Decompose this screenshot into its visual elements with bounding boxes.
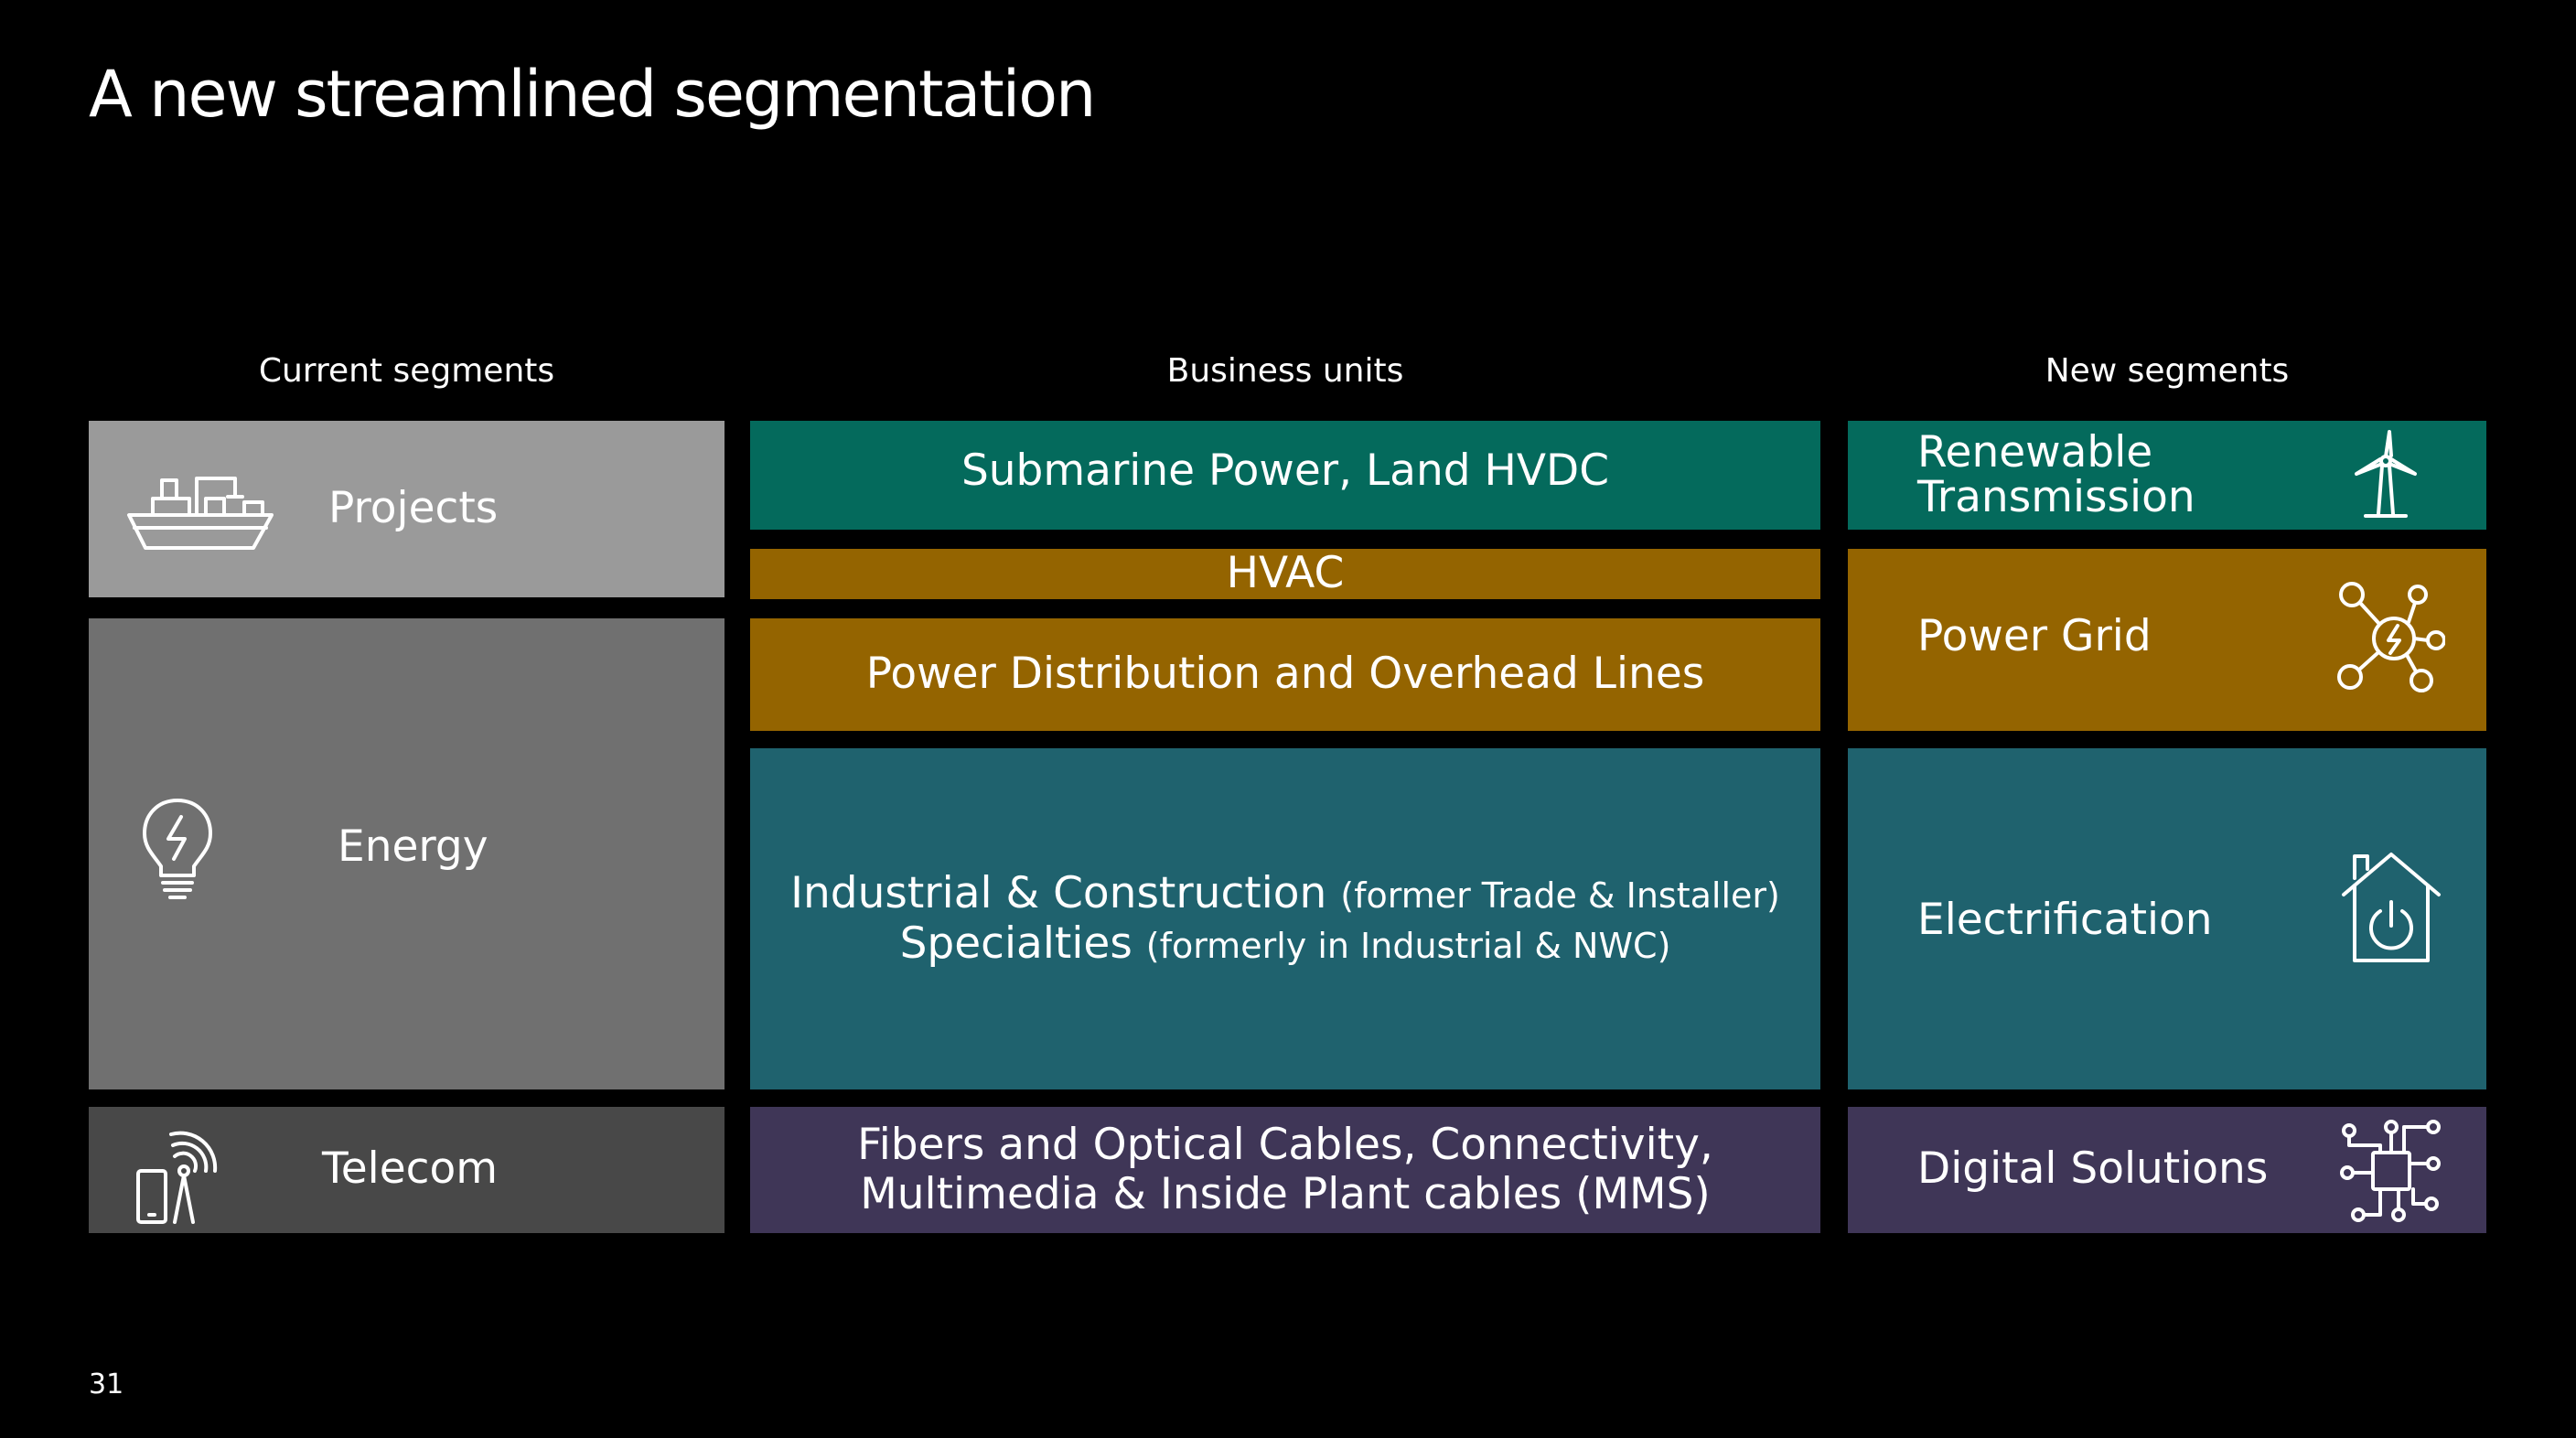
new-segment-electrification: Electrification [1848, 748, 2486, 1089]
segment-label: Energy [338, 821, 488, 872]
new-segment-power-grid: Power Grid [1848, 549, 2486, 731]
business-unit-main: Specialties [899, 918, 1132, 969]
business-unit-industrial-construction: Industrial & Construction (former Trade … [750, 748, 1820, 1089]
business-unit-hvac: HVAC [750, 549, 1820, 599]
business-unit-line1: Industrial & Construction (former Trade … [790, 869, 1780, 918]
column-header-business: Business units [1166, 352, 1404, 390]
grid-network-icon [2337, 580, 2445, 695]
business-unit-label: Power Distribution and Overhead Lines [865, 649, 1705, 700]
column-header-new: New segments [2045, 352, 2290, 390]
segment-label: Power Grid [1917, 611, 2152, 661]
segment-label: Telecom [322, 1143, 498, 1194]
chip-icon [2340, 1120, 2442, 1222]
ship-icon [125, 471, 276, 553]
business-unit-main: Industrial & Construction [790, 868, 1327, 919]
column-header-current: Current segments [258, 352, 555, 390]
current-segment-telecom: Telecom [89, 1107, 724, 1233]
segment-label: Electrification [1917, 895, 2213, 945]
new-segment-digital-solutions: Digital Solutions [1848, 1107, 2486, 1233]
business-unit-label: HVAC [1226, 548, 1345, 599]
lightbulb-icon [139, 797, 217, 905]
segment-label: Projects [328, 483, 499, 533]
business-unit-power-distribution: Power Distribution and Overhead Lines [750, 618, 1820, 731]
business-unit-fibers-optical: Fibers and Optical Cables, Connectivity,… [750, 1107, 1820, 1233]
business-unit-note: (former Trade & Installer) [1340, 875, 1780, 917]
business-unit-line2: Multimedia & Inside Plant cables (MMS) [860, 1169, 1711, 1219]
business-unit-label: Submarine Power, Land HVDC [961, 445, 1610, 497]
current-segment-projects: Projects [89, 421, 724, 597]
business-unit-submarine-power: Submarine Power, Land HVDC [750, 421, 1820, 530]
current-segment-energy: Energy [89, 618, 724, 1089]
business-unit-line2: Specialties (formerly in Industrial & NW… [899, 918, 1671, 969]
business-unit-line1: Fibers and Optical Cables, Connectivity, [857, 1119, 1713, 1170]
page-title: A new streamlined segmentation [89, 57, 1096, 132]
business-unit-note: (formerly in Industrial & NWC) [1145, 925, 1671, 966]
wind-turbine-icon [2349, 428, 2422, 523]
segment-label-line2: Transmission [1917, 472, 2195, 523]
new-segment-renewable-transmission: Renewable Transmission [1848, 421, 2486, 530]
antenna-phone-icon [134, 1125, 226, 1226]
segment-label-line1: Renewable [1917, 427, 2153, 478]
smart-home-icon [2340, 851, 2442, 966]
page-number: 31 [89, 1368, 124, 1400]
segment-label: Digital Solutions [1917, 1143, 2269, 1194]
segment-label: Renewable Transmission [1917, 430, 2195, 520]
